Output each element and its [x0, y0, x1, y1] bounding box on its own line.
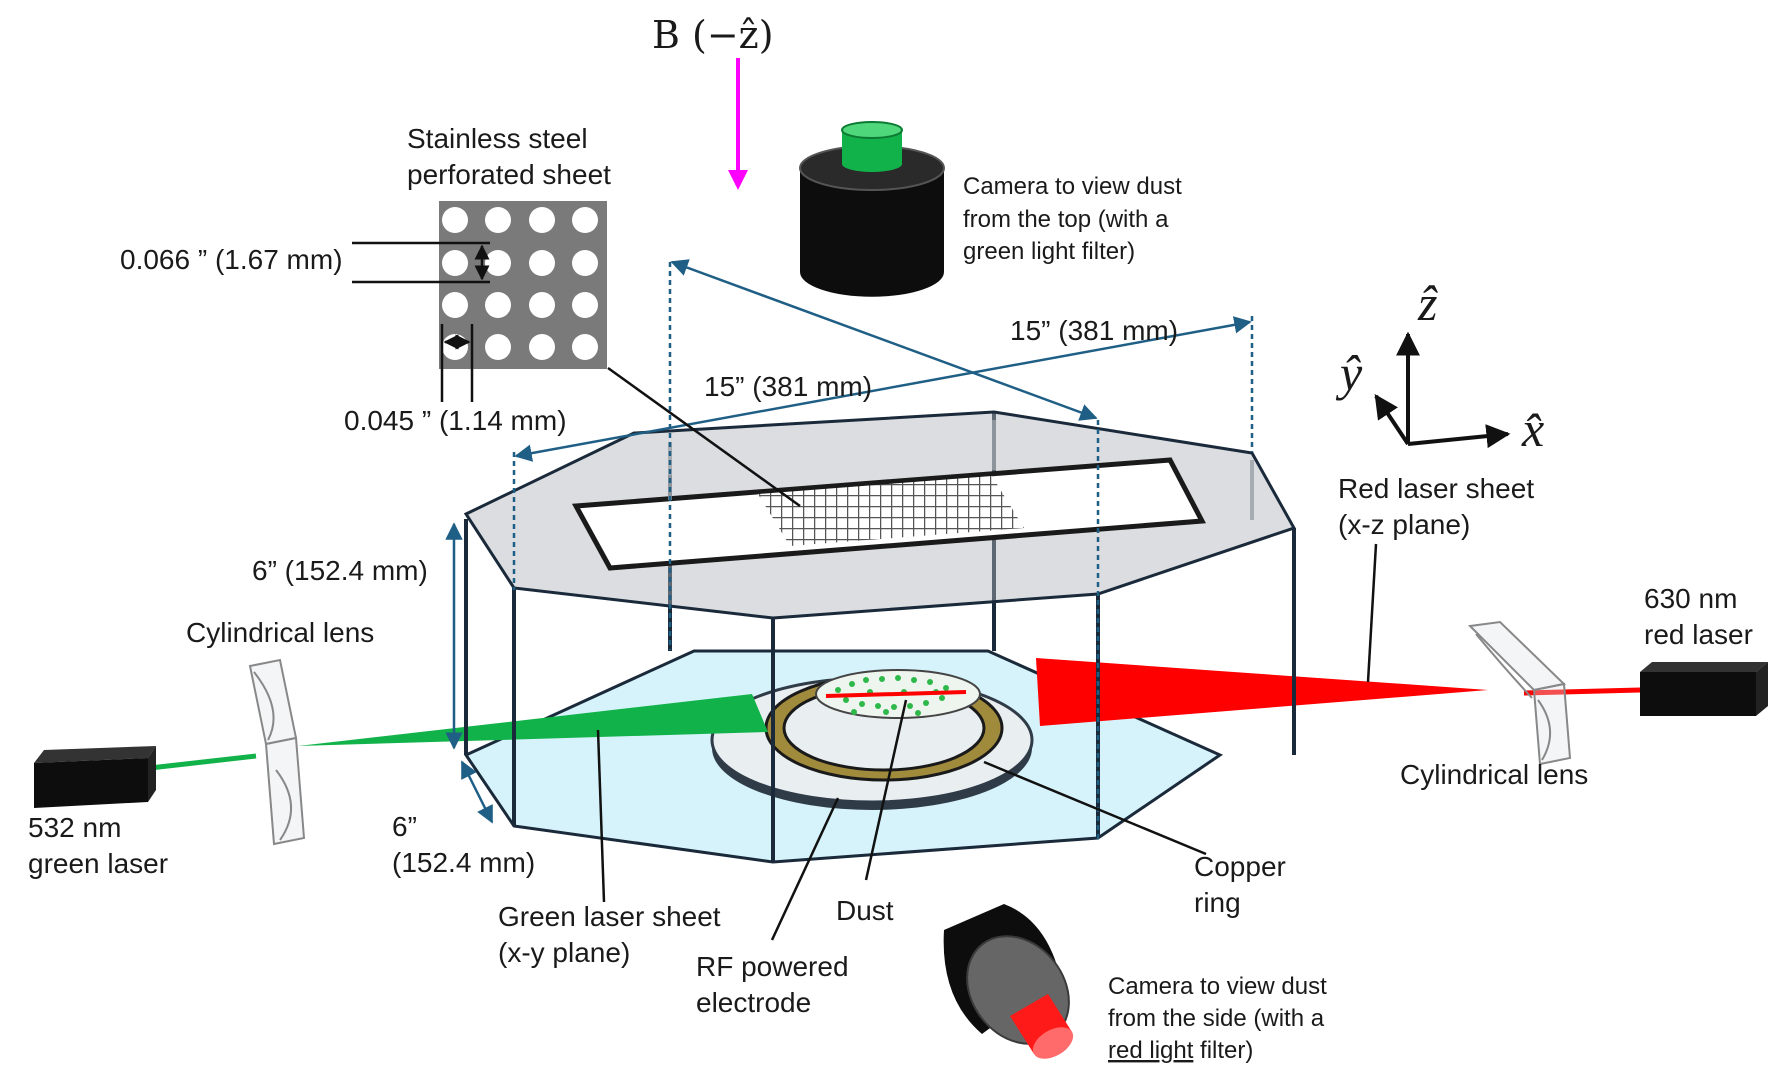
red-laser-beam [1523, 687, 1641, 696]
dimension-lines [445, 259, 1254, 840]
red-laser-sheet [1036, 658, 1488, 726]
red-laser-sheet-label-1: Red laser sheet [1338, 473, 1534, 504]
width-label-right: 15” (381 mm) [1010, 315, 1178, 346]
green-laser-source-label-2: green laser [28, 848, 168, 879]
top-plate-mesh [758, 476, 1024, 546]
hole-spacing-label: 0.066 ” (1.67 mm) [120, 244, 343, 275]
top-camera-label-3: green light filter) [963, 238, 1135, 265]
width-label-left: 15” (381 mm) [704, 371, 872, 402]
green-lens-label: Cylindrical lens [186, 617, 374, 648]
hole-diameter-label: 0.045 ” (1.14 mm) [344, 405, 567, 436]
red-laser-sheet-label-2: (x-z plane) [1338, 509, 1470, 540]
chamber-front-posts [464, 519, 1296, 862]
perforated-sheet-title-2: perforated sheet [407, 159, 611, 190]
top-camera-label-2: from the top (with a [963, 206, 1169, 233]
side-camera-label-2: from the side (with a [1108, 1005, 1325, 1032]
copper-ring-label-1: Copper [1194, 851, 1286, 882]
green-laser-source [34, 746, 156, 808]
red-laser-source [1640, 662, 1768, 716]
perforated-sheet-callouts [352, 241, 801, 508]
copper-ring-label-2: ring [1194, 887, 1241, 918]
dust-label: Dust [836, 895, 894, 926]
green-laser-sheet-label-2: (x-y plane) [498, 937, 630, 968]
depth-label-2: (152.4 mm) [392, 847, 535, 878]
top-camera-label-1: Camera to view dust [963, 173, 1182, 200]
x-axis-label: x̂ [1521, 401, 1544, 457]
red-lens-label: Cylindrical lens [1400, 759, 1588, 790]
dust-cloud [815, 669, 981, 719]
z-axis-label: ẑ [1417, 275, 1438, 331]
green-cylindrical-lens [248, 658, 306, 846]
perforated-sheet-title-1: Stainless steel [407, 123, 588, 154]
side-camera [943, 904, 1074, 1059]
red-laser-source-label-1: 630 nm [1644, 583, 1737, 614]
component-pointers [596, 699, 1207, 941]
y-axis-label: ŷ [1335, 345, 1363, 401]
coordinate-axes [1374, 331, 1511, 449]
side-camera-red-light-text: red light [1108, 1037, 1194, 1064]
red-cylindrical-lens [1467, 620, 1572, 766]
green-laser-sheet-label-1: Green laser sheet [498, 901, 721, 932]
green-laser-beam [149, 753, 257, 771]
side-camera-label-1: Camera to view dust [1108, 973, 1327, 1000]
green-laser-sheet [298, 694, 768, 746]
electrode-label-2: electrode [696, 987, 811, 1018]
electrode-label-1: RF powered [696, 951, 849, 982]
side-camera-filter-text: filter) [1193, 1037, 1253, 1064]
green-laser-source-label-1: 532 nm [28, 812, 121, 843]
magnetic-field-label: B (−ẑ) [652, 13, 774, 57]
red-laser-sheet-pointer [1366, 543, 1378, 683]
side-camera-label-3: red light filter) [1108, 1037, 1253, 1064]
perforated-sheet-inset [439, 201, 607, 369]
height-label: 6” (152.4 mm) [252, 555, 428, 586]
red-laser-source-label-2: red laser [1644, 619, 1753, 650]
top-camera [799, 121, 945, 297]
depth-label-1: 6” [392, 811, 417, 842]
